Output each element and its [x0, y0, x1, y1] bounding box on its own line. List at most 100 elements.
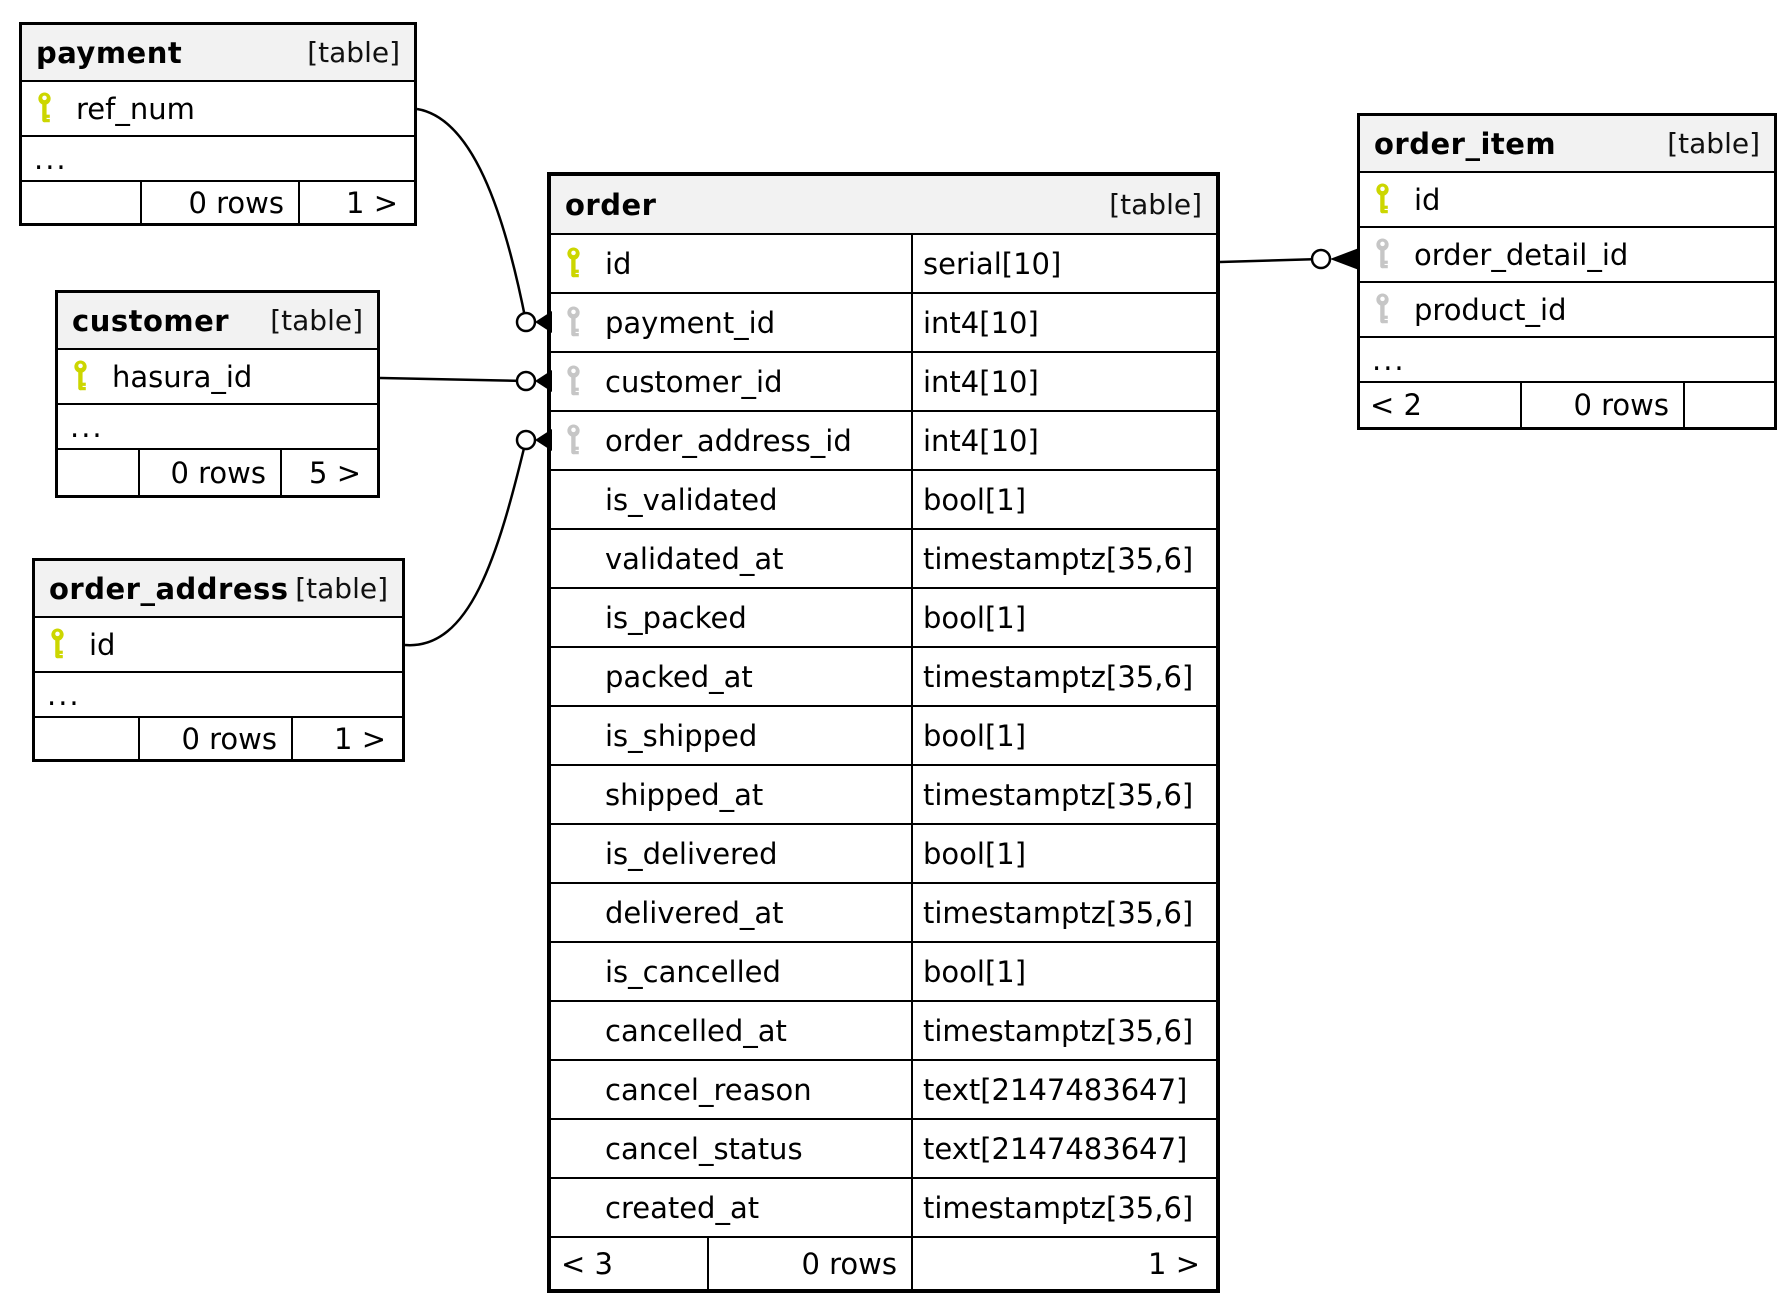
column-type: bool[1] [923, 718, 1027, 753]
table-type-badge: [table] [1109, 188, 1202, 221]
column-list: ref_num [22, 80, 414, 135]
column-name: id [1414, 182, 1441, 217]
column-type: int4[10] [923, 423, 1039, 458]
relation-order-address-to-order[interactable] [404, 429, 552, 647]
column-name-cell: ref_num [22, 82, 414, 135]
column-list: id [35, 616, 402, 671]
column-type: text[2147483647] [923, 1131, 1188, 1166]
column-name-cell: packed_at [551, 648, 913, 705]
column-type: bool[1] [923, 600, 1027, 635]
column-name-cell: id [1360, 173, 1774, 226]
column-name-cell: cancelled_at [551, 1002, 913, 1059]
primary-key-icon [45, 627, 89, 663]
table-type-badge: [table] [270, 304, 363, 337]
column-type: bool[1] [923, 836, 1027, 871]
footer-fk-count: < 2 [1370, 388, 1422, 422]
footer-relation-count: 5 > [309, 455, 361, 490]
footer-relation-count: 1 > [334, 721, 386, 756]
column-name: id [89, 627, 116, 662]
table-customer[interactable]: customer [table] hasura_id ... 0 rows 5 … [55, 290, 380, 498]
column-row-delivered_at[interactable]: delivered_at timestamptz[35,6] [551, 882, 1216, 941]
column-row-shipped_at[interactable]: shipped_at timestamptz[35,6] [551, 764, 1216, 823]
column-type: timestamptz[35,6] [923, 895, 1194, 930]
column-row-is_validated[interactable]: is_validated bool[1] [551, 469, 1216, 528]
column-type: timestamptz[35,6] [923, 777, 1194, 812]
column-row-payment_id[interactable]: payment_id int4[10] [551, 292, 1216, 351]
column-name-cell: order_detail_id [1360, 228, 1774, 281]
column-name-cell: payment_id [551, 294, 913, 351]
footer-row-count: 0 rows [140, 182, 300, 223]
column-name-cell: cancel_status [551, 1120, 913, 1177]
column-type: serial[10] [923, 246, 1062, 281]
column-row-order_detail_id[interactable]: order_detail_id [1360, 226, 1774, 281]
column-row-is_shipped[interactable]: is_shipped bool[1] [551, 705, 1216, 764]
column-row-is_delivered[interactable]: is_delivered bool[1] [551, 823, 1216, 882]
table-header: customer [table] [58, 293, 377, 348]
column-name: is_validated [605, 482, 778, 517]
column-row-product_id[interactable]: product_id [1360, 281, 1774, 336]
table-footer: < 2 0 rows [1360, 381, 1774, 427]
table-header: order_address [table] [35, 561, 402, 616]
column-name: product_id [1414, 292, 1567, 327]
table-order[interactable]: order [table] id serial[10] payment_id int4… [547, 172, 1220, 1293]
column-row-hasura_id[interactable]: hasura_id [58, 348, 377, 403]
footer-left-cell [58, 450, 138, 495]
column-name-cell: delivered_at [551, 884, 913, 941]
column-row-packed_at[interactable]: packed_at timestamptz[35,6] [551, 646, 1216, 705]
relation-customer-to-order[interactable] [379, 370, 552, 392]
column-row-ref_num[interactable]: ref_num [22, 80, 414, 135]
foreign-key-icon [561, 305, 605, 341]
column-type: bool[1] [923, 482, 1027, 517]
column-name: shipped_at [605, 777, 764, 812]
table-header: order [table] [551, 176, 1216, 233]
column-type: int4[10] [923, 305, 1039, 340]
column-name-cell: customer_id [551, 353, 913, 410]
column-row-cancelled_at[interactable]: cancelled_at timestamptz[35,6] [551, 1000, 1216, 1059]
footer-row-count: 0 rows [138, 450, 282, 495]
column-name: order_detail_id [1414, 237, 1629, 272]
column-list: hasura_id [58, 348, 377, 403]
column-name: cancel_status [605, 1131, 803, 1166]
column-name: is_delivered [605, 836, 778, 871]
footer-row-count: 0 rows [1520, 383, 1685, 427]
column-type: timestamptz[35,6] [923, 659, 1194, 694]
table-type-badge: [table] [307, 36, 400, 69]
collapsed-columns-indicator: ... [35, 671, 402, 716]
column-type: timestamptz[35,6] [923, 1013, 1194, 1048]
column-row-id[interactable]: id [1360, 171, 1774, 226]
column-list: id serial[10] payment_id int4[10] customer_i… [551, 233, 1216, 1236]
table-payment[interactable]: payment [table] ref_num ... 0 rows 1 > [19, 22, 417, 226]
footer-left-cell [22, 182, 140, 223]
table-title: customer [72, 303, 230, 338]
column-name: is_shipped [605, 718, 758, 753]
primary-key-icon [1370, 182, 1414, 218]
table-footer: 0 rows 5 > [58, 448, 377, 495]
column-name-cell: id [551, 235, 913, 292]
table-order-address[interactable]: order_address [table] id ... 0 rows 1 > [32, 558, 405, 762]
table-title: order [565, 187, 657, 222]
column-row-cancel_status[interactable]: cancel_status text[2147483647] [551, 1118, 1216, 1177]
footer-row-count: 0 rows [707, 1238, 913, 1289]
table-title: order_item [1374, 126, 1557, 161]
column-name: ref_num [76, 91, 195, 126]
foreign-key-icon [561, 423, 605, 459]
column-name: is_cancelled [605, 954, 781, 989]
foreign-key-icon [1370, 292, 1414, 328]
foreign-key-icon [1370, 237, 1414, 273]
relation-payment-to-order[interactable] [416, 107, 552, 333]
table-footer: 0 rows 1 > [35, 716, 402, 759]
collapsed-columns-indicator: ... [58, 403, 377, 448]
column-type: timestamptz[35,6] [923, 1190, 1194, 1225]
column-row-id[interactable]: id serial[10] [551, 233, 1216, 292]
relation-order-to-order-item[interactable] [1219, 248, 1359, 270]
column-row-id[interactable]: id [35, 616, 402, 671]
table-header: payment [table] [22, 25, 414, 80]
